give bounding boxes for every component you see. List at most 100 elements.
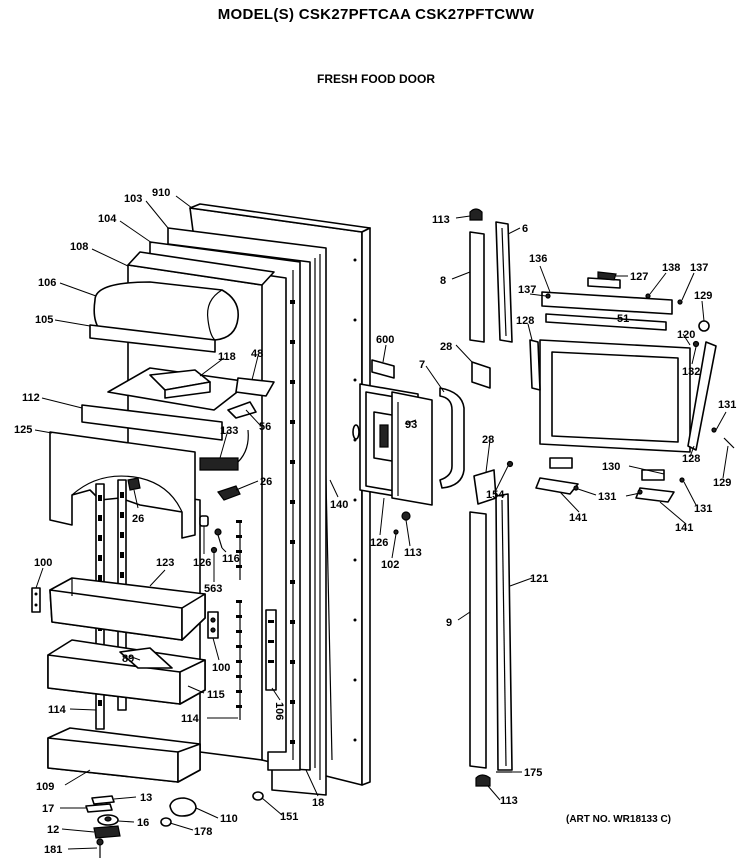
callout-104: 104 [98,213,117,225]
callout-12: 12 [47,824,59,836]
callout-13: 13 [140,792,152,804]
callout-154: 154 [486,489,505,501]
callout-113-bottom: 113 [500,795,518,807]
screw-138 [645,293,651,299]
callout-108: 108 [70,241,88,253]
callout-128-right: 128 [682,453,700,465]
part-110 [169,797,197,817]
callout-9: 9 [446,617,452,629]
knob-129 [698,320,710,332]
callout-563: 563 [204,583,222,595]
callout-133: 133 [220,425,238,437]
hinge-128-left [529,339,541,391]
screw-132 [692,340,700,348]
bracket-56 [227,401,257,419]
bracket-100-left [31,587,41,613]
callout-17: 17 [42,803,54,815]
callout-129-right: 129 [713,477,731,489]
part-16 [97,814,119,826]
clip-26-left [127,477,141,491]
callout-141-left: 141 [569,512,587,524]
dispenser-shelf [107,367,251,411]
callout-102: 102 [381,559,399,571]
door-bin-upper [49,577,206,641]
callout-93: 93 [405,419,417,431]
plug-126 [199,515,209,527]
callout-137-right: 137 [690,262,708,274]
callout-109: 109 [36,781,54,793]
art-number: (ART NO. WR18133 C) [566,814,672,825]
callout-129-top: 129 [694,290,712,302]
callout-106-trim: 106 [273,702,285,720]
leader-lines [34,195,729,850]
callout-600: 600 [376,334,394,346]
frame-126 [391,391,433,506]
frame-120 [539,339,691,453]
callout-labels: 910 103 104 108 106 105 118 48 112 56 12… [14,187,736,856]
screw-131 [573,427,717,495]
callout-100-left: 100 [34,557,52,569]
strip-51 [545,313,667,331]
cap-113-top [469,208,483,221]
callout-110: 110 [220,813,238,825]
callout-151: 151 [280,811,298,823]
screw-116 [214,528,223,549]
bracket-28-bottom [473,469,497,505]
callout-115: 115 [207,689,225,701]
callout-128-left: 128 [516,315,534,327]
handle-7 [439,387,465,489]
bracket-48 [235,377,275,397]
screw-129 [723,437,735,449]
callout-100-right: 100 [212,662,230,674]
callout-114-center: 114 [181,713,200,725]
part-151 [252,791,264,801]
callout-127: 127 [630,271,648,283]
callout-141-right: 141 [675,522,693,534]
bracket-28-top [471,361,491,389]
trim-6 [495,221,513,343]
callout-123: 123 [156,557,174,569]
callout-51: 51 [617,313,629,325]
callout-126-left: 126 [193,557,211,569]
washer-113 [401,511,411,521]
callout-116: 116 [222,553,240,565]
callout-56: 56 [259,421,271,433]
callout-178: 178 [194,826,212,838]
callout-130: 130 [602,461,620,473]
callout-28-top: 28 [440,341,452,353]
part-12 [93,825,121,839]
callout-136: 136 [529,253,547,265]
callout-105: 105 [35,314,53,326]
door-bin-lower [47,727,201,783]
part-181 [96,838,104,858]
screw-127 [597,271,617,281]
part-13 [91,795,115,805]
callout-16: 16 [137,817,149,829]
callout-175: 175 [524,767,542,779]
trim-106 [265,609,277,691]
part-178 [160,817,172,827]
callout-48: 48 [251,348,263,360]
callout-126-center: 126 [370,537,388,549]
callout-26-right: 26 [260,476,272,488]
callout-28-bottom: 28 [482,434,494,446]
callout-106: 106 [38,277,56,289]
callout-120: 120 [677,329,695,341]
top-rail-136 [541,277,673,315]
page-subtitle: FRESH FOOD DOOR [316,72,435,86]
callout-910: 910 [152,187,170,199]
callout-8: 8 [440,275,446,287]
bracket-141 [535,477,675,503]
bracket-100-right [207,611,219,639]
control-module [199,429,249,471]
trim-121 [495,493,513,771]
clip-26-right [217,485,241,501]
callout-113-top: 113 [432,214,450,226]
callout-125: 125 [14,424,32,436]
page-title: MODEL(S) CSK27PFTCAA CSK27PFTCWW [217,6,535,23]
callout-26-left: 26 [132,513,144,525]
callout-89: 89 [122,653,134,665]
callout-131-center: 131 [598,491,616,503]
callout-118: 118 [218,351,236,363]
